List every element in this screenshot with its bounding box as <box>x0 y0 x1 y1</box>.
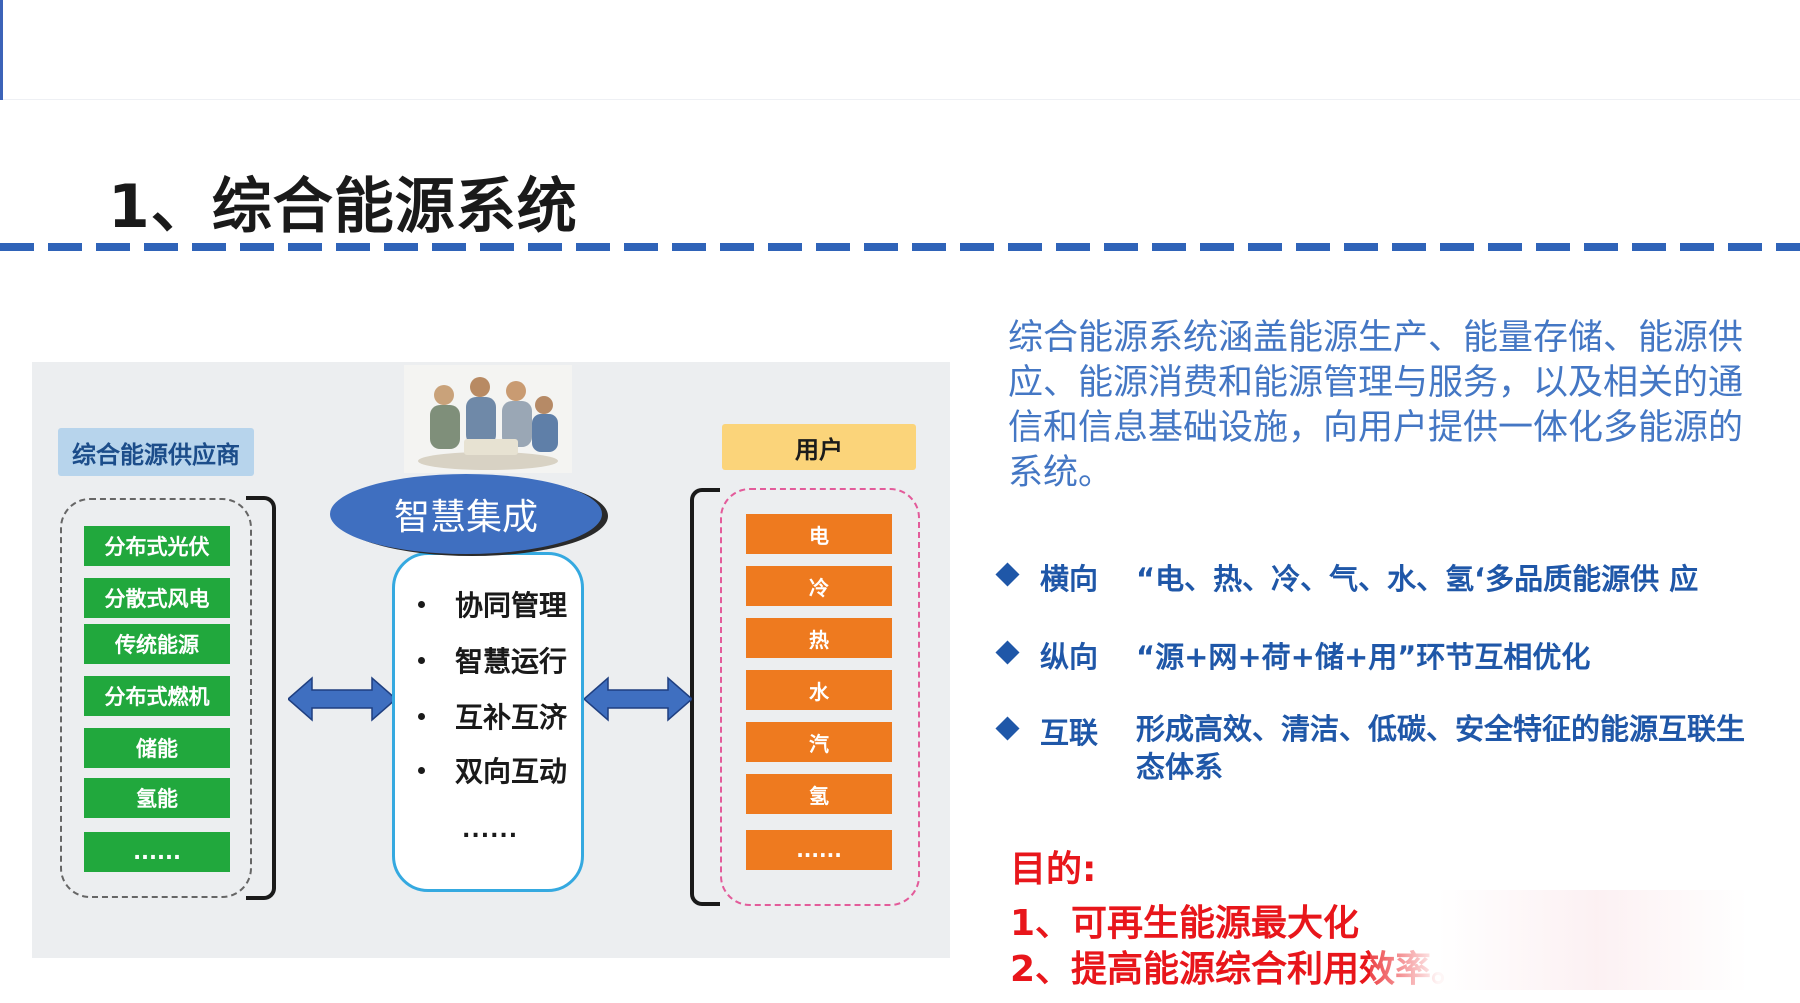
user-need-group <box>720 488 920 906</box>
right-bracket <box>690 488 720 906</box>
bullet-dot-icon <box>418 656 425 664</box>
diamond-bullet-icon <box>995 640 1020 665</box>
core-function-item: 双向互动 <box>418 750 567 790</box>
title-divider <box>0 243 1800 251</box>
core-function-label: 智慧运行 <box>455 645 568 678</box>
core-function-item: 互补互济 <box>418 696 567 736</box>
core-function-label: 双向互动 <box>455 755 568 788</box>
intro-paragraph: 综合能源系统涵盖能源生产、能量存储、能源供应、能源消费和能源管理与服务，以及相关… <box>1008 318 1744 493</box>
source-item: 传统能源 <box>84 624 230 664</box>
bullet-interconnect: 互联 形成高效、清洁、低碳、安全特征的能源互联生态体系 <box>995 710 1756 786</box>
bullet-dot-icon <box>418 712 425 720</box>
bullet-horizontal: 横向 “电、热、冷、气、水、氢‘多品质能源供 应 <box>995 556 1698 598</box>
core-function-box <box>392 552 584 892</box>
source-item: 分布式光伏 <box>84 526 230 566</box>
bullet-desc: “源+网+荷+储+用”环节互相优化 <box>1136 640 1591 674</box>
supplier-label: 综合能源供应商 <box>58 428 254 476</box>
source-item: ...... <box>84 832 230 872</box>
core-function-item: 协同管理 <box>418 584 567 624</box>
user-need-item: 汽 <box>746 722 892 762</box>
source-item: 氢能 <box>84 778 230 818</box>
core-function-label: 互补互济 <box>455 701 568 734</box>
core-function-more: ...... <box>462 818 519 843</box>
user-need-item: 电 <box>746 514 892 554</box>
user-need-item: 冷 <box>746 566 892 606</box>
bullet-key: 互联 <box>1040 716 1099 750</box>
user-label: 用户 <box>722 424 916 470</box>
header-band <box>0 0 1800 100</box>
goal-item: 1、可再生能源最大化 <box>1010 903 1360 944</box>
left-bracket <box>246 496 276 900</box>
bullet-key: 纵向 <box>1040 640 1099 674</box>
source-item: 分散式风电 <box>84 578 230 618</box>
user-need-item: 氢 <box>746 774 892 814</box>
diamond-bullet-icon <box>995 562 1020 587</box>
goal-title: 目的: <box>1010 849 1097 890</box>
source-item: 分布式燃机 <box>84 676 230 716</box>
people-illustration <box>404 365 572 473</box>
user-need-item: 热 <box>746 618 892 658</box>
image-smear-overlay <box>1370 890 1748 990</box>
user-need-item: 水 <box>746 670 892 710</box>
source-item: 储能 <box>84 728 230 768</box>
bullet-dot-icon <box>418 766 425 774</box>
page-title: 1、综合能源系统 <box>108 172 578 242</box>
smart-integration-badge: 智慧集成 <box>330 474 602 554</box>
energy-source-group <box>60 498 252 898</box>
bullet-dot-icon <box>418 600 425 608</box>
header-accent-bar <box>0 0 3 100</box>
double-arrow-right <box>584 676 692 722</box>
diamond-bullet-icon <box>995 716 1020 741</box>
user-need-item: ...... <box>746 830 892 870</box>
bullet-desc: 形成高效、清洁、低碳、安全特征的能源互联生态体系 <box>1136 712 1746 784</box>
double-arrow-left <box>288 676 396 722</box>
bullet-vertical: 纵向 “源+网+荷+储+用”环节互相优化 <box>995 634 1590 676</box>
core-function-item: 智慧运行 <box>418 640 567 680</box>
core-function-label: 协同管理 <box>455 589 568 622</box>
bullet-desc: “电、热、冷、气、水、氢‘多品质能源供 应 <box>1136 562 1699 596</box>
bullet-key: 横向 <box>1040 562 1099 596</box>
